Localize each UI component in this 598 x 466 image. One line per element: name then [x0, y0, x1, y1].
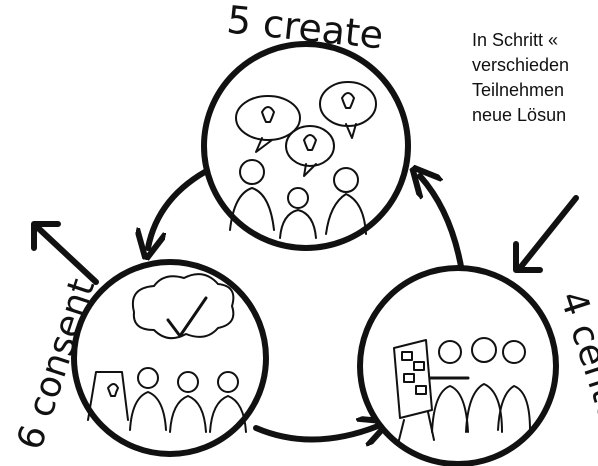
arc-create-to-consent	[148, 165, 215, 248]
description-line-1: In Schritt «	[472, 30, 559, 50]
step-create-circle	[201, 41, 411, 251]
description-line-3: Teilnehmen	[472, 80, 565, 100]
arrow-in-right	[517, 195, 579, 271]
step-consent-circle	[71, 259, 269, 457]
people-with-idea-bubbles-sketch	[229, 81, 377, 239]
group-agreement-sketch	[87, 273, 247, 433]
board-discussion-sketch	[393, 337, 531, 445]
arc-center-to-create	[420, 176, 465, 275]
arrow-in-right-head	[513, 241, 543, 273]
arc-consent-to-center	[253, 426, 378, 440]
description-line-4: neue Lösun	[472, 105, 567, 125]
step-center-circle	[357, 265, 559, 466]
step-create-label: 5 create	[225, 0, 386, 58]
description-line-2: verschieden	[472, 55, 570, 75]
arrow-out-left-head	[31, 221, 61, 251]
arrow-out-left	[33, 223, 99, 285]
step-description-text: In Schritt « verschieden Teilnehmen neue…	[472, 28, 598, 128]
